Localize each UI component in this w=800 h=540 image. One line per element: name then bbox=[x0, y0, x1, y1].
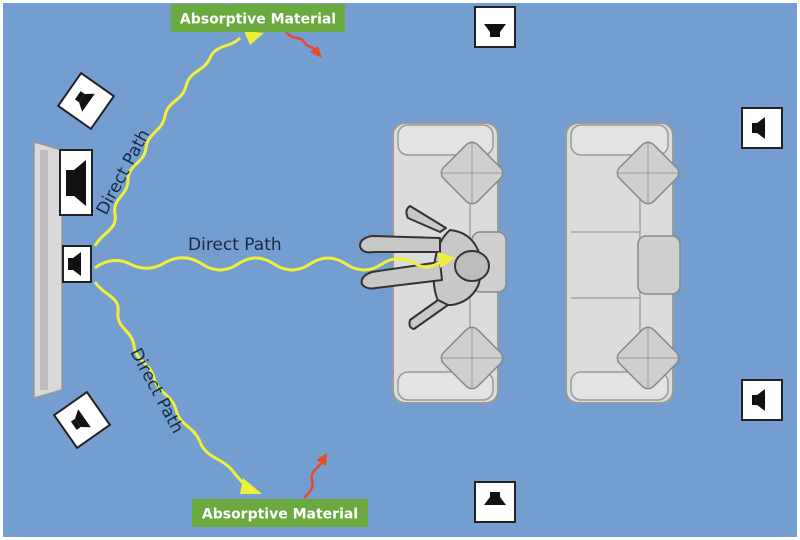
absorptive-label-top: Absorptive Material bbox=[180, 12, 336, 28]
direct-path-lower bbox=[93, 281, 262, 494]
direct-path-lower-arrowhead bbox=[240, 478, 262, 494]
top-wall-speaker-icon bbox=[474, 6, 516, 48]
direct-path-upper bbox=[93, 31, 264, 247]
direct-path-upper-arrowhead bbox=[244, 31, 264, 45]
center-speaker-top bbox=[59, 149, 93, 216]
rear-sofa-icon bbox=[565, 122, 683, 404]
direct-path-center-arrowhead bbox=[438, 252, 455, 268]
direct-path-label-center: Direct Path bbox=[188, 235, 282, 255]
absorptive-panel-top: Absorptive Material bbox=[171, 4, 345, 32]
tv-unit bbox=[33, 141, 63, 399]
absorptive-label-bottom: Absorptive Material bbox=[202, 507, 358, 523]
center-speaker bbox=[62, 245, 92, 283]
rear-right-top-speaker-icon bbox=[741, 107, 783, 149]
reflection-arrow-top bbox=[285, 31, 322, 58]
listener-icon bbox=[359, 205, 490, 330]
direct-path-center bbox=[94, 252, 455, 272]
reflection-arrow-bottom bbox=[303, 453, 327, 499]
rear-right-bottom-speaker-icon bbox=[741, 379, 783, 421]
bottom-wall-speaker-icon bbox=[474, 481, 516, 523]
absorptive-panel-bottom: Absorptive Material bbox=[192, 499, 368, 527]
